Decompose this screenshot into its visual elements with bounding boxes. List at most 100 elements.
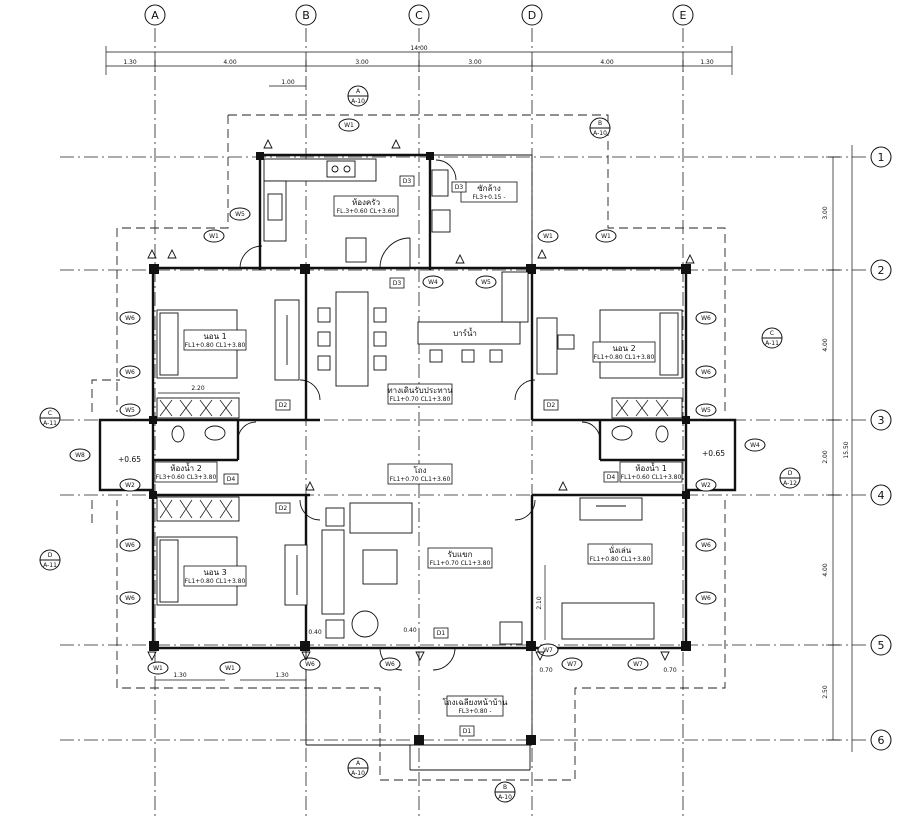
svg-text:4.00: 4.00 — [822, 563, 829, 577]
svg-text:D3: D3 — [403, 178, 412, 185]
grid-bubble-6: 6 — [870, 729, 892, 751]
room-labels: ห้องครัวFL.3+0.60 CL+3.60 ซักล้างFL3+0.1… — [154, 181, 683, 717]
window-tag: W1 — [595, 229, 617, 243]
svg-text:1.30: 1.30 — [700, 59, 714, 66]
svg-text:นอน 1: นอน 1 — [203, 332, 226, 341]
door-tag: D2 — [275, 399, 291, 411]
svg-text:2.10: 2.10 — [536, 596, 543, 610]
svg-text:B: B — [503, 784, 507, 791]
svg-text:3.00: 3.00 — [468, 59, 482, 66]
svg-text:D3: D3 — [393, 280, 402, 287]
section-marker-a-bottom: AA-10 — [347, 757, 369, 779]
window-tag: W6 — [119, 365, 141, 379]
grid-bubble-1: 1 — [870, 146, 892, 168]
svg-text:ห้องน้ำ 1: ห้องน้ำ 1 — [635, 462, 667, 473]
svg-text:E: E — [680, 9, 687, 22]
svg-text:W1: W1 — [601, 233, 611, 240]
svg-text:D: D — [48, 552, 53, 559]
svg-text:W6: W6 — [125, 369, 135, 376]
window-tag: W2 — [695, 478, 717, 492]
section-marker-b-bottom: B A-10 — [494, 781, 516, 803]
elevation-triangles — [147, 138, 695, 662]
svg-text:B: B — [302, 9, 310, 22]
svg-text:3.00: 3.00 — [355, 59, 369, 66]
section-marker-b-top: BA-10 — [589, 117, 611, 139]
svg-text:D1: D1 — [463, 728, 472, 735]
svg-text:A: A — [356, 88, 361, 95]
window-tag: W6 — [119, 538, 141, 552]
window-tag: W6 — [695, 311, 717, 325]
door-tag: D4 — [603, 471, 619, 483]
svg-text:2: 2 — [878, 264, 885, 277]
svg-text:โถงเฉลียงหน้าบ้าน: โถงเฉลียงหน้าบ้าน — [443, 697, 509, 707]
roof-outline — [91, 114, 726, 781]
window-tag: W1 — [537, 229, 559, 243]
svg-text:FL3+0.15 -: FL3+0.15 - — [472, 194, 505, 201]
svg-text:3: 3 — [878, 414, 885, 427]
top-dimensions: 14.00 1.30 4.00 3.00 3.00 4.00 1.30 — [105, 45, 733, 75]
window-tag: W1 — [203, 229, 225, 243]
svg-text:D2: D2 — [279, 505, 288, 512]
svg-text:B: B — [598, 120, 602, 127]
svg-text:W1: W1 — [344, 122, 354, 129]
svg-text:C: C — [770, 330, 774, 337]
svg-text:FL3+0.80 -: FL3+0.80 - — [458, 708, 491, 715]
overall-width-dim: 14.00 — [410, 45, 427, 52]
overall-height-dim: 15.50 — [843, 441, 850, 458]
grid-bubbles: A B C D E 1 2 3 4 5 6 — [144, 4, 892, 751]
section-marker-d-right: DA-12 — [779, 467, 801, 489]
grid-bubble-5: 5 — [870, 634, 892, 656]
door-tag: D2 — [543, 399, 559, 411]
svg-text:1.00: 1.00 — [281, 79, 295, 86]
svg-text:FL1+0.70 CL1+3.80: FL1+0.70 CL1+3.80 — [430, 560, 491, 567]
svg-text:5: 5 — [878, 639, 885, 652]
svg-text:1.30: 1.30 — [173, 672, 187, 679]
svg-text:W6: W6 — [125, 595, 135, 602]
svg-text:W4: W4 — [750, 442, 760, 449]
window-tag: W5 — [695, 403, 717, 417]
svg-text:FL1+0.80 CL1+3.80: FL1+0.80 CL1+3.80 — [590, 556, 651, 563]
svg-text:W6: W6 — [701, 595, 711, 602]
svg-text:นอน 3: นอน 3 — [203, 568, 226, 577]
svg-text:D3: D3 — [455, 184, 464, 191]
window-tag: W1 — [147, 661, 169, 675]
room-label-bar: บาร์น้ำ — [453, 327, 477, 338]
grid-bubble-2: 2 — [870, 259, 892, 281]
svg-text:A-10: A-10 — [351, 98, 365, 105]
svg-text:A-10: A-10 — [498, 794, 512, 801]
window-tag: W6 — [695, 591, 717, 605]
svg-text:D1: D1 — [437, 630, 446, 637]
svg-text:W7: W7 — [567, 661, 577, 668]
window-tag: W6 — [299, 657, 321, 671]
svg-text:6: 6 — [878, 734, 885, 747]
window-tag: W6 — [695, 365, 717, 379]
svg-text:4.00: 4.00 — [822, 338, 829, 352]
svg-text:W7: W7 — [633, 661, 643, 668]
svg-text:บาร์น้ำ: บาร์น้ำ — [453, 327, 477, 338]
svg-text:W5: W5 — [235, 211, 245, 218]
svg-text:W1: W1 — [225, 665, 235, 672]
svg-text:นอน 2: นอน 2 — [612, 344, 635, 353]
svg-text:W6: W6 — [701, 315, 711, 322]
grid-bubble-b: B — [295, 4, 317, 26]
svg-text:W6: W6 — [305, 661, 315, 668]
svg-text:4: 4 — [878, 489, 885, 502]
misc-dimensions: 1.00 2.20 2.10 0.40 0.40 1.30 1.30 0.70 … — [155, 79, 677, 681]
svg-text:ห้องครัว: ห้องครัว — [352, 198, 380, 207]
door-tag: D1 — [459, 725, 475, 737]
svg-text:W5: W5 — [481, 279, 491, 286]
svg-text:A-11: A-11 — [765, 340, 779, 347]
grid-bubble-4: 4 — [870, 484, 892, 506]
section-marker-c-left: CA-11 — [39, 407, 61, 429]
window-tag: W6 — [119, 591, 141, 605]
svg-text:W6: W6 — [701, 369, 711, 376]
door-tag: D3 — [399, 175, 415, 187]
window-tag: W5 — [119, 403, 141, 417]
svg-text:FL1+0.70 CL1+3.60: FL1+0.70 CL1+3.60 — [390, 476, 451, 483]
svg-text:2.50: 2.50 — [822, 685, 829, 699]
